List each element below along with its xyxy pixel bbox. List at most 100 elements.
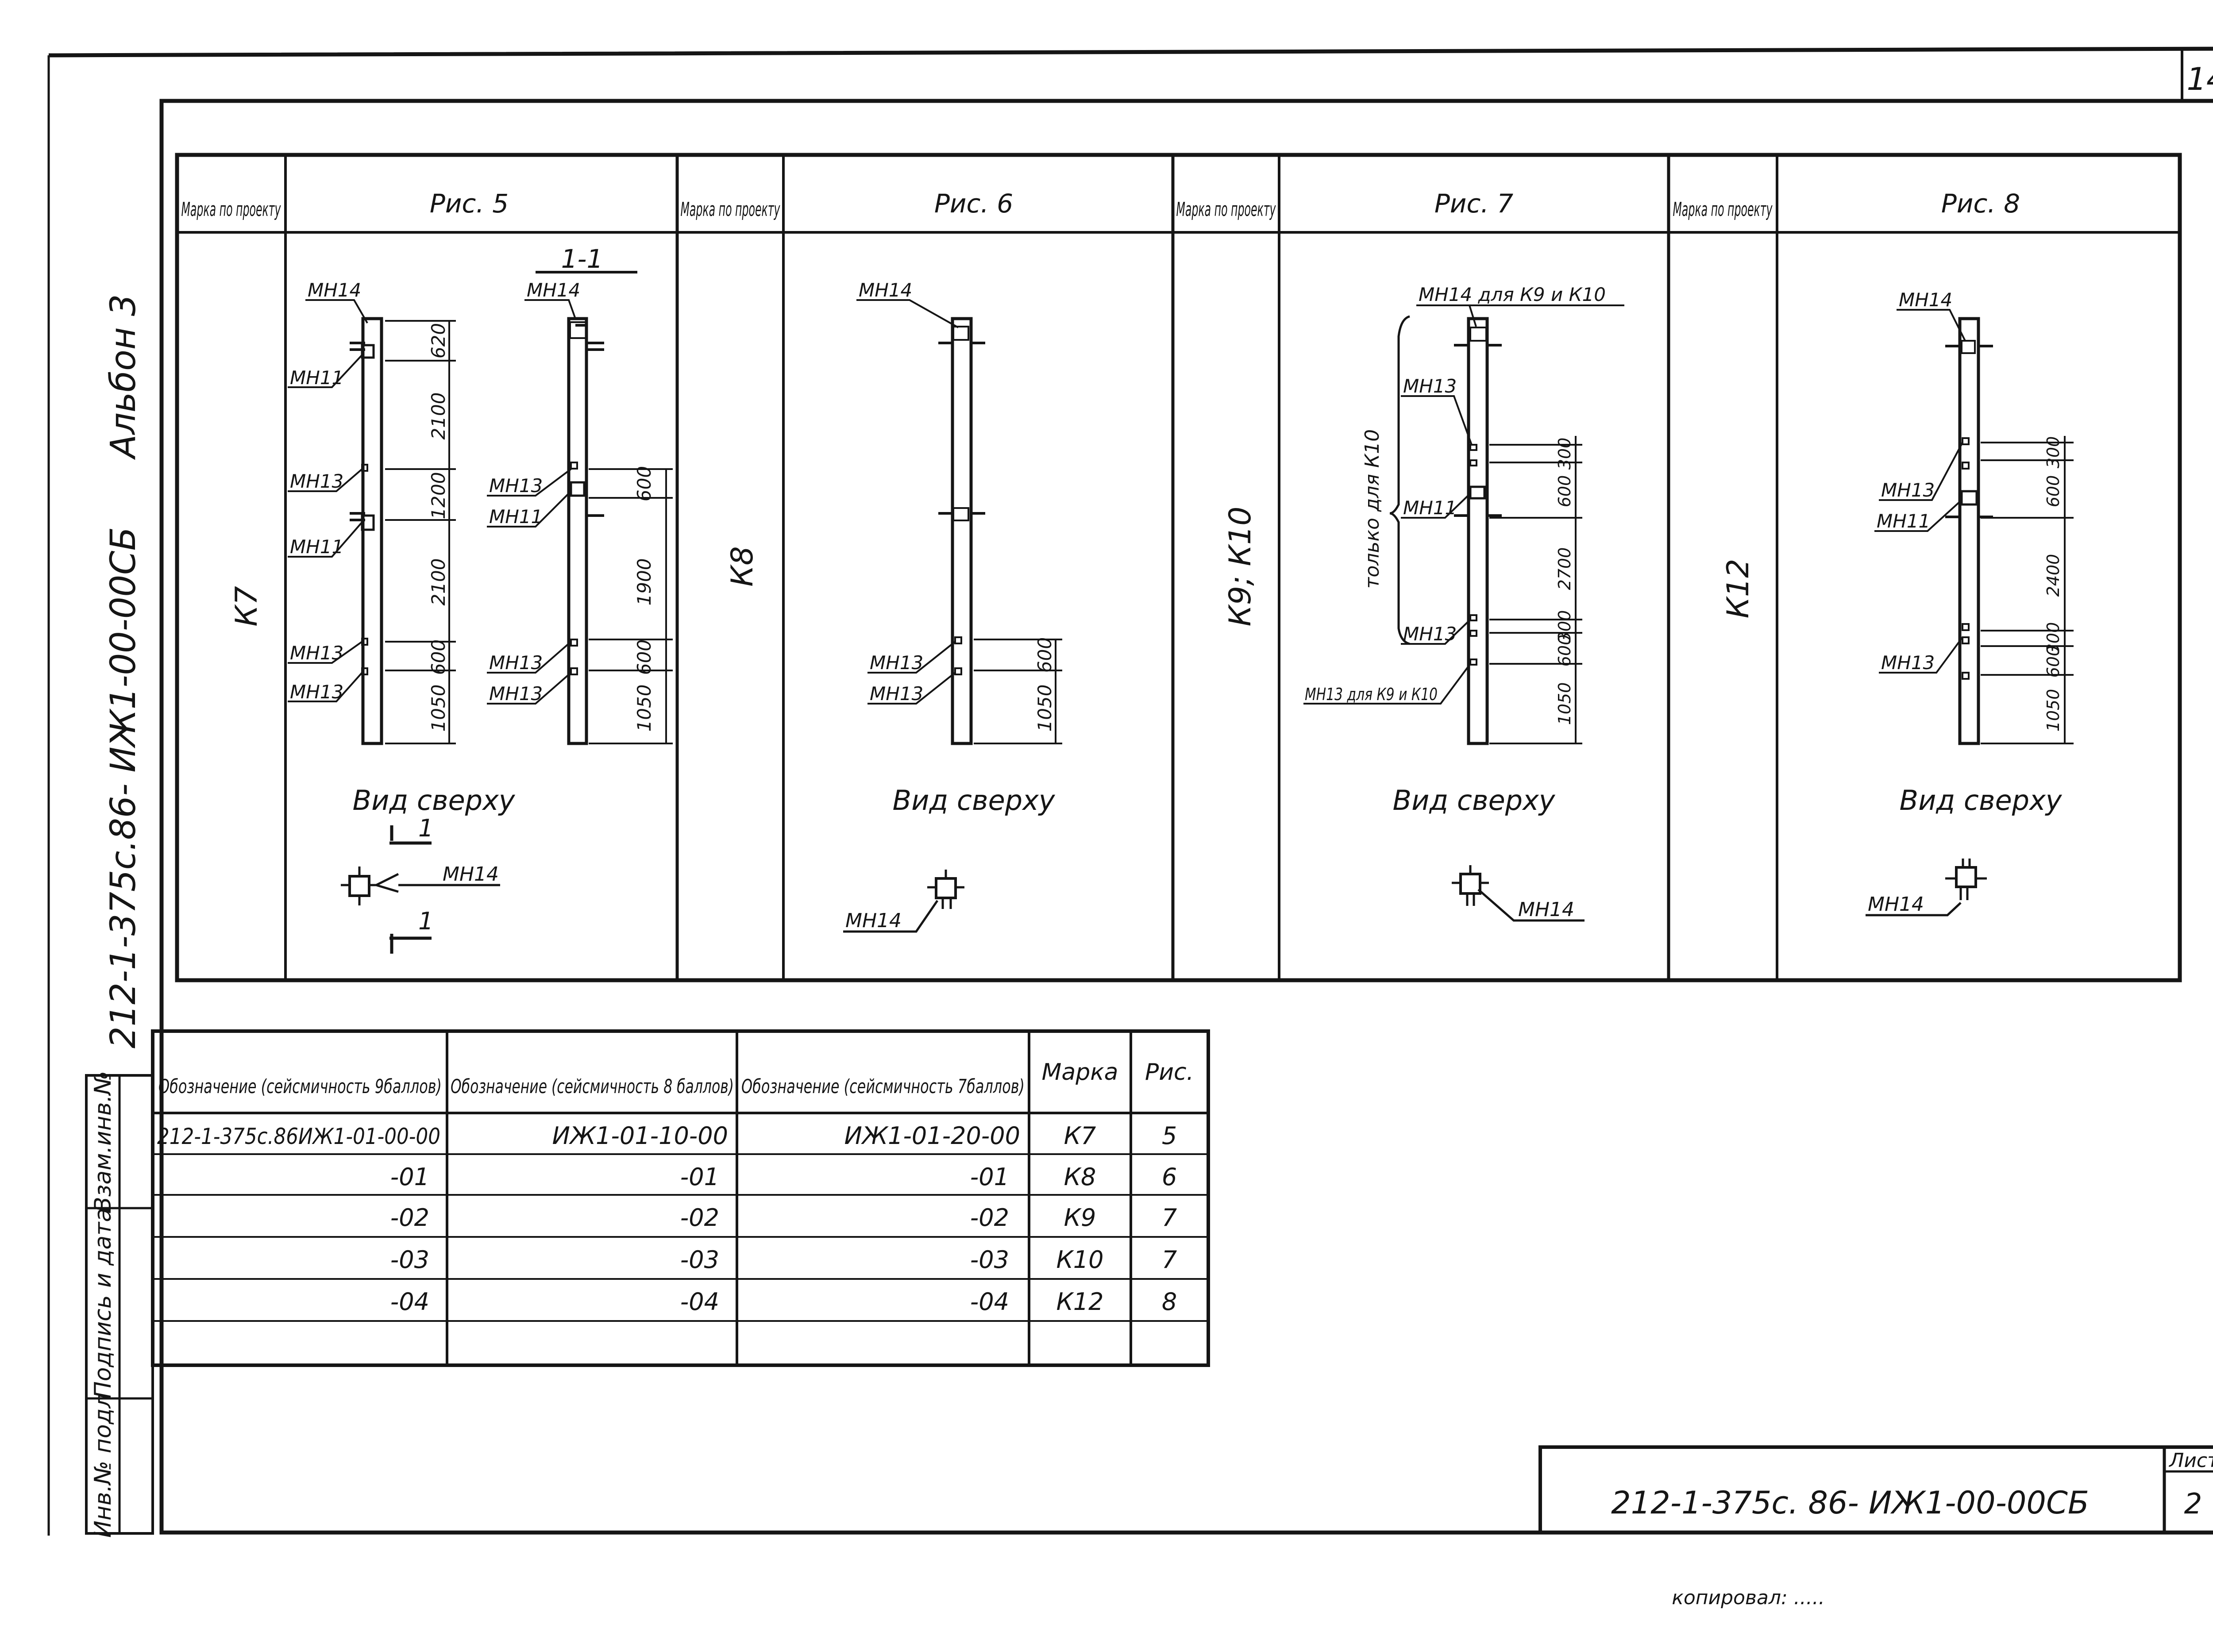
album-label: Альбон 3 — [104, 294, 143, 460]
svg-text:600: 600 — [2043, 475, 2063, 508]
svg-text:МН13: МН13 — [489, 475, 543, 497]
svg-text:К10: К10 — [1056, 1246, 1103, 1274]
svg-text:МН14: МН14 — [859, 279, 912, 301]
svg-text:МН14: МН14 — [1899, 289, 1952, 311]
svg-text:МН14: МН14 — [527, 279, 580, 301]
svg-text:К12: К12 — [1056, 1288, 1103, 1316]
svg-text:-01: -01 — [680, 1163, 719, 1191]
svg-text:МН14: МН14 — [308, 279, 361, 301]
svg-text:К8: К8 — [1064, 1163, 1096, 1191]
table-row: -04 -04 -04 К12 8 — [390, 1288, 1177, 1316]
svg-text:МН11: МН11 — [1403, 497, 1457, 519]
svg-text:Марка по проекту: Марка по проекту — [681, 198, 781, 221]
fig5-title: Рис. 5 — [430, 189, 509, 219]
page-corner-number: 14 — [2186, 61, 2213, 97]
svg-text:Марка по проекту: Марка по проекту — [181, 198, 281, 221]
svg-text:600: 600 — [1555, 475, 1574, 508]
title-block: Лист 2 212-1-375с. 86- ИЖ1-00-00СБ — [1538, 1445, 2213, 1531]
svg-text:МН13 для К9 и К10: МН13 для К9 и К10 — [1305, 685, 1438, 704]
col-header-seis9: Обозначение (сейсмичность 9баллов) — [158, 1075, 442, 1098]
svg-text:8: 8 — [1162, 1288, 1177, 1316]
svg-text:6: 6 — [1162, 1163, 1177, 1191]
mark-header-2: Марка по проекту — [681, 198, 781, 221]
svg-text:2100: 2100 — [428, 558, 449, 606]
svg-text:МН14: МН14 — [443, 863, 499, 886]
svg-text:2100: 2100 — [428, 393, 449, 440]
fig5-column — [361, 317, 383, 745]
svg-text:ИЖ1-01-10-00: ИЖ1-01-10-00 — [552, 1122, 728, 1150]
spec-table: Обозначение (сейсмичность 9баллов) Обозн… — [151, 1029, 1210, 1367]
svg-text:600: 600 — [428, 639, 449, 675]
fig6-drawing: 600 1050 МН14 МН13 МН13 Вид сверху МН14 — [843, 279, 1062, 933]
svg-text:1: 1 — [418, 814, 433, 842]
section-label: 1-1 — [561, 244, 603, 274]
mark-header-1: Марка по проекту — [181, 198, 281, 221]
mark-k8: К8 — [725, 546, 760, 587]
svg-text:МН14 для К9 и К10: МН14 для К9 и К10 — [1419, 284, 1606, 305]
svg-text:300: 300 — [1555, 438, 1574, 470]
svg-text:-03: -03 — [680, 1246, 719, 1274]
svg-text:МН13: МН13 — [290, 470, 343, 492]
svg-text:-04: -04 — [970, 1288, 1009, 1316]
svg-text:МН13: МН13 — [1881, 479, 1935, 501]
svg-text:МН14: МН14 — [845, 909, 902, 932]
svg-text:-02: -02 — [680, 1204, 719, 1232]
svg-text:МН13: МН13 — [1403, 375, 1457, 397]
svg-text:600: 600 — [1555, 635, 1574, 667]
svg-text:-02: -02 — [970, 1204, 1009, 1232]
stamp-replace-label: Взам.инв.№ — [90, 1071, 116, 1213]
fig5-drawing: 620 2100 1200 2100 600 1050 МН14 МН11 МН… — [288, 244, 673, 954]
table-row: 212-1-375с.86ИЖ1-01-00-00 ИЖ1-01-10-00 И… — [157, 1122, 1177, 1150]
table-row: -01 -01 -01 К8 6 — [390, 1163, 1177, 1191]
svg-text:2700: 2700 — [1555, 547, 1574, 590]
col-header-seis7: Обозначение (сейсмичность 7баллов) — [741, 1075, 1025, 1098]
svg-text:-03: -03 — [390, 1246, 429, 1274]
fig7-view-top: Вид сверху — [1393, 784, 1556, 816]
svg-text:МН13: МН13 — [290, 642, 343, 664]
mark-k9-k10: К9; К10 — [1223, 507, 1258, 627]
svg-text:-03: -03 — [970, 1246, 1009, 1274]
svg-text:МН13: МН13 — [489, 683, 543, 705]
col-header-fig: Рис. — [1145, 1059, 1194, 1086]
fig5-view-top: Вид сверху — [353, 784, 516, 816]
svg-text:МН13: МН13 — [290, 681, 343, 703]
svg-text:1050: 1050 — [428, 685, 449, 732]
mark-k12: К12 — [1721, 559, 1756, 619]
bottom-note: копировал: ..... — [1672, 1587, 1824, 1609]
svg-text:Марка по проекту: Марка по проекту — [1673, 198, 1773, 221]
mark-header-3: Марка по проекту — [1176, 198, 1276, 221]
fig6-title: Рис. 6 — [934, 189, 1013, 219]
fig7-title: Рис. 7 — [1434, 189, 1513, 219]
svg-text:7: 7 — [1162, 1204, 1177, 1232]
svg-text:МН14: МН14 — [1868, 893, 1924, 916]
fig8-view-top: Вид сверху — [1900, 784, 2063, 816]
col-header-seis8: Обозначение (сейсмичность 8 баллов) — [451, 1075, 734, 1098]
svg-text:К9: К9 — [1064, 1204, 1096, 1232]
svg-text:только для К10: только для К10 — [1361, 429, 1384, 589]
col-header-mark: Марка — [1041, 1059, 1118, 1086]
svg-text:1050: 1050 — [1034, 685, 1056, 732]
stamp-signature-label: Подпись и дата — [90, 1208, 116, 1399]
svg-text:600: 600 — [2043, 646, 2063, 678]
svg-text:2400: 2400 — [2043, 554, 2063, 597]
svg-text:600: 600 — [633, 466, 655, 501]
left-stamp: Инв.№ подл Подпись и дата Взам.инв.№ — [85, 1071, 154, 1538]
svg-text:600: 600 — [1034, 637, 1056, 673]
fig8-drawing: 300 600 2400 300 600 1050 МН14 МН13 МН11… — [1866, 289, 2074, 916]
svg-text:-02: -02 — [390, 1204, 429, 1232]
svg-text:МН13: МН13 — [1881, 652, 1935, 674]
side-document-code: 212-1-375с.86- ИЖ1-00-00СБ — [104, 527, 143, 1048]
svg-text:-04: -04 — [680, 1288, 719, 1316]
sheet-frame: 14 — [47, 46, 2213, 1536]
svg-text:-04: -04 — [390, 1288, 429, 1316]
svg-text:1: 1 — [418, 907, 433, 935]
svg-text:МН11: МН11 — [489, 506, 543, 528]
sheet-number: 2 — [2184, 1488, 2202, 1521]
svg-text:-01: -01 — [970, 1163, 1009, 1191]
table-row: -02 -02 -02 К9 7 — [390, 1204, 1177, 1232]
svg-text:К7: К7 — [1064, 1122, 1096, 1150]
svg-text:212-1-375с.86ИЖ1-01-00-00: 212-1-375с.86ИЖ1-01-00-00 — [157, 1124, 440, 1149]
svg-text:1200: 1200 — [428, 472, 449, 520]
